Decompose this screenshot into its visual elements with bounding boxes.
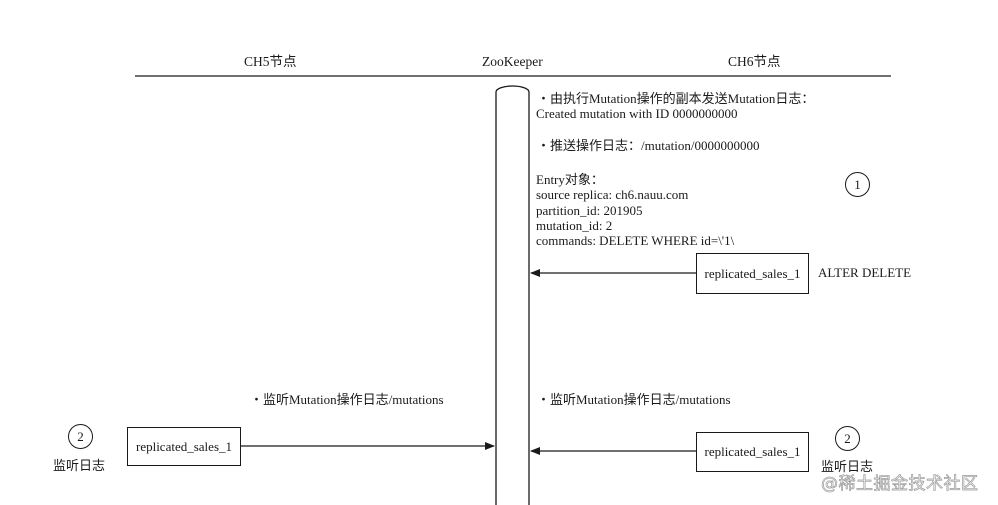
ch5-listen-caption: 监听日志	[53, 458, 106, 473]
note-entry-source-replica: source replica: ch6.nauu.com	[536, 187, 689, 202]
zookeeper-lifeline	[495, 85, 530, 505]
ch6-replica-box-listen: replicated_sales_1	[696, 432, 809, 472]
step-2-marker-ch6: 2	[835, 426, 860, 451]
ch6-replica-box-alter: replicated_sales_1	[696, 253, 809, 294]
note-entry-title: Entry对象：	[536, 172, 604, 187]
header-ch6-node: CH6节点	[728, 54, 781, 69]
note-mutation-log: ・由执行Mutation操作的副本发送Mutation日志：	[537, 91, 815, 106]
note-entry-partition-id: partition_id: 201905	[536, 203, 643, 218]
ch6-listen-label: ・监听Mutation操作日志/mutations	[537, 392, 731, 407]
note-entry-mutation-id: mutation_id: 2	[536, 218, 613, 233]
note-push-log: ・推送操作日志：/mutation/0000000000	[537, 138, 760, 153]
header-zookeeper: ZooKeeper	[482, 54, 543, 69]
note-entry-commands: commands: DELETE WHERE id=\'1\	[536, 233, 735, 248]
alter-delete-label: ALTER DELETE	[818, 265, 912, 280]
step-2-marker-ch5: 2	[68, 424, 93, 449]
step-1-marker: 1	[845, 172, 870, 197]
site-watermark: @稀土掘金技术社区	[821, 474, 979, 495]
ch5-replica-box: replicated_sales_1	[127, 427, 241, 466]
ch6-listen-caption: 监听日志	[821, 459, 874, 474]
header-ch5-node: CH5节点	[244, 54, 297, 69]
ch5-listen-label: ・监听Mutation操作日志/mutations	[250, 392, 444, 407]
note-created-mutation: Created mutation with ID 0000000000	[536, 106, 738, 121]
